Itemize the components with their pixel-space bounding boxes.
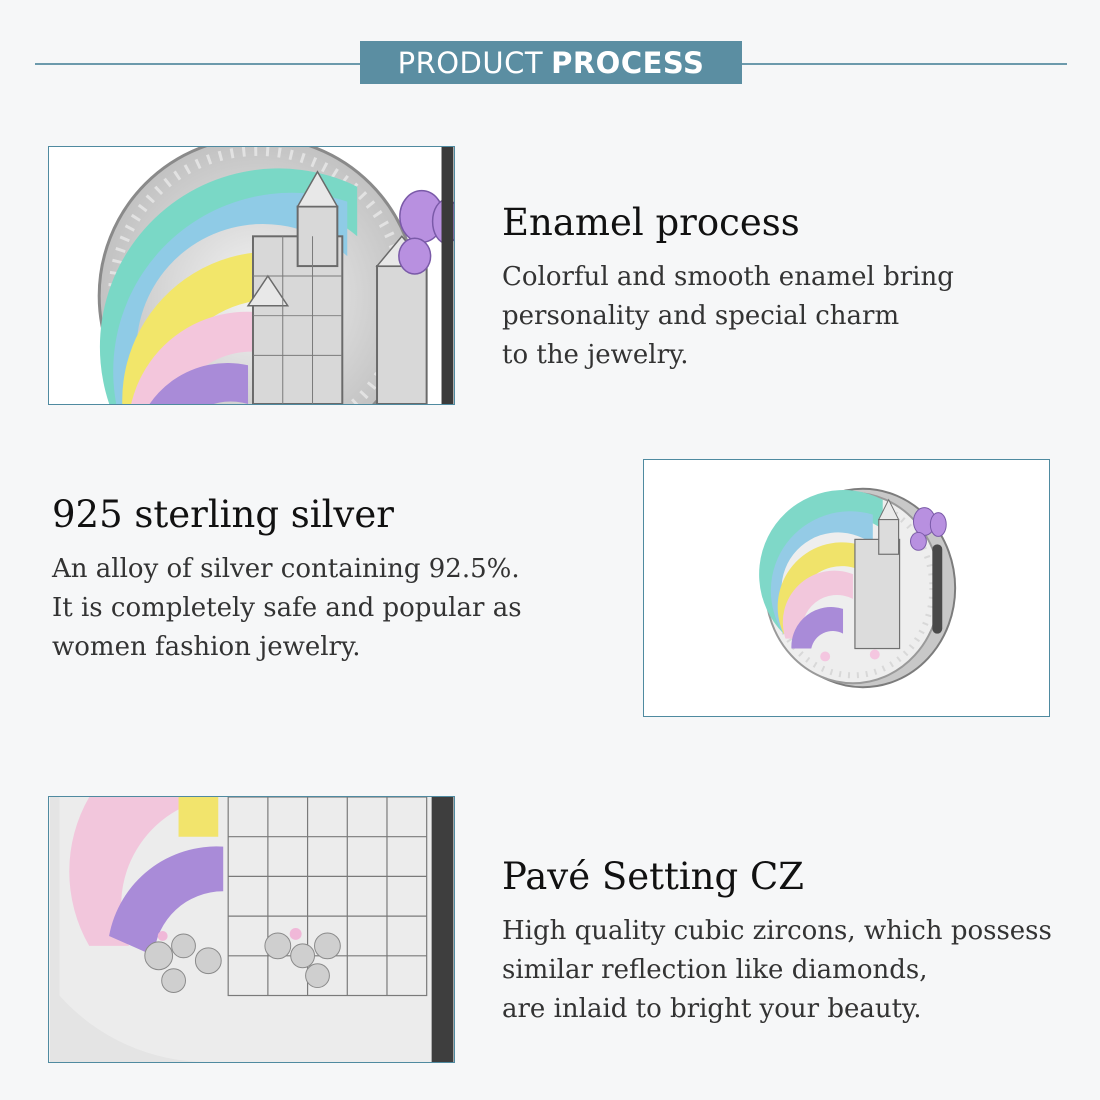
- feature-heading: 925 sterling silver: [52, 493, 394, 536]
- header-rule-left: [35, 63, 360, 65]
- feature-sterling-silver: 925 sterling silver An alloy of silver c…: [52, 492, 522, 667]
- header-rule-right: [742, 63, 1067, 65]
- header-title-bold: PROCESS: [551, 45, 705, 80]
- charm-full-image: [644, 460, 1049, 716]
- charm-flowers-image: [49, 797, 454, 1062]
- description-line: It is completely safe and popular as: [52, 593, 522, 623]
- charm-closeup-image: [49, 147, 454, 404]
- description-line: to the jewelry.: [502, 340, 689, 370]
- feature-heading: Enamel process: [502, 201, 800, 244]
- feature-description: High quality cubic zircons, which posses…: [502, 912, 1052, 1029]
- description-line: women fashion jewelry.: [52, 632, 361, 662]
- header-title-light: PRODUCT: [397, 45, 544, 80]
- description-line: are inlaid to bright your beauty.: [502, 994, 922, 1024]
- enamel-process-photo: [48, 146, 455, 405]
- description-line: An alloy of silver containing 92.5%.: [52, 554, 520, 584]
- feature-enamel: Enamel process Colorful and smooth ename…: [502, 200, 954, 375]
- header-banner: PRODUCT PROCESS: [360, 41, 742, 84]
- description-line: similar reflection like diamonds,: [502, 955, 928, 985]
- feature-description: An alloy of silver containing 92.5%. It …: [52, 550, 522, 667]
- feature-heading: Pavé Setting CZ: [502, 855, 804, 898]
- sterling-silver-photo: [643, 459, 1050, 717]
- pave-setting-photo: [48, 796, 455, 1063]
- description-line: personality and special charm: [502, 301, 900, 331]
- feature-pave-setting: Pavé Setting CZ High quality cubic zirco…: [502, 854, 1052, 1029]
- description-line: High quality cubic zircons, which posses…: [502, 916, 1052, 946]
- description-line: Colorful and smooth enamel bring: [502, 262, 954, 292]
- feature-description: Colorful and smooth enamel bring persona…: [502, 258, 954, 375]
